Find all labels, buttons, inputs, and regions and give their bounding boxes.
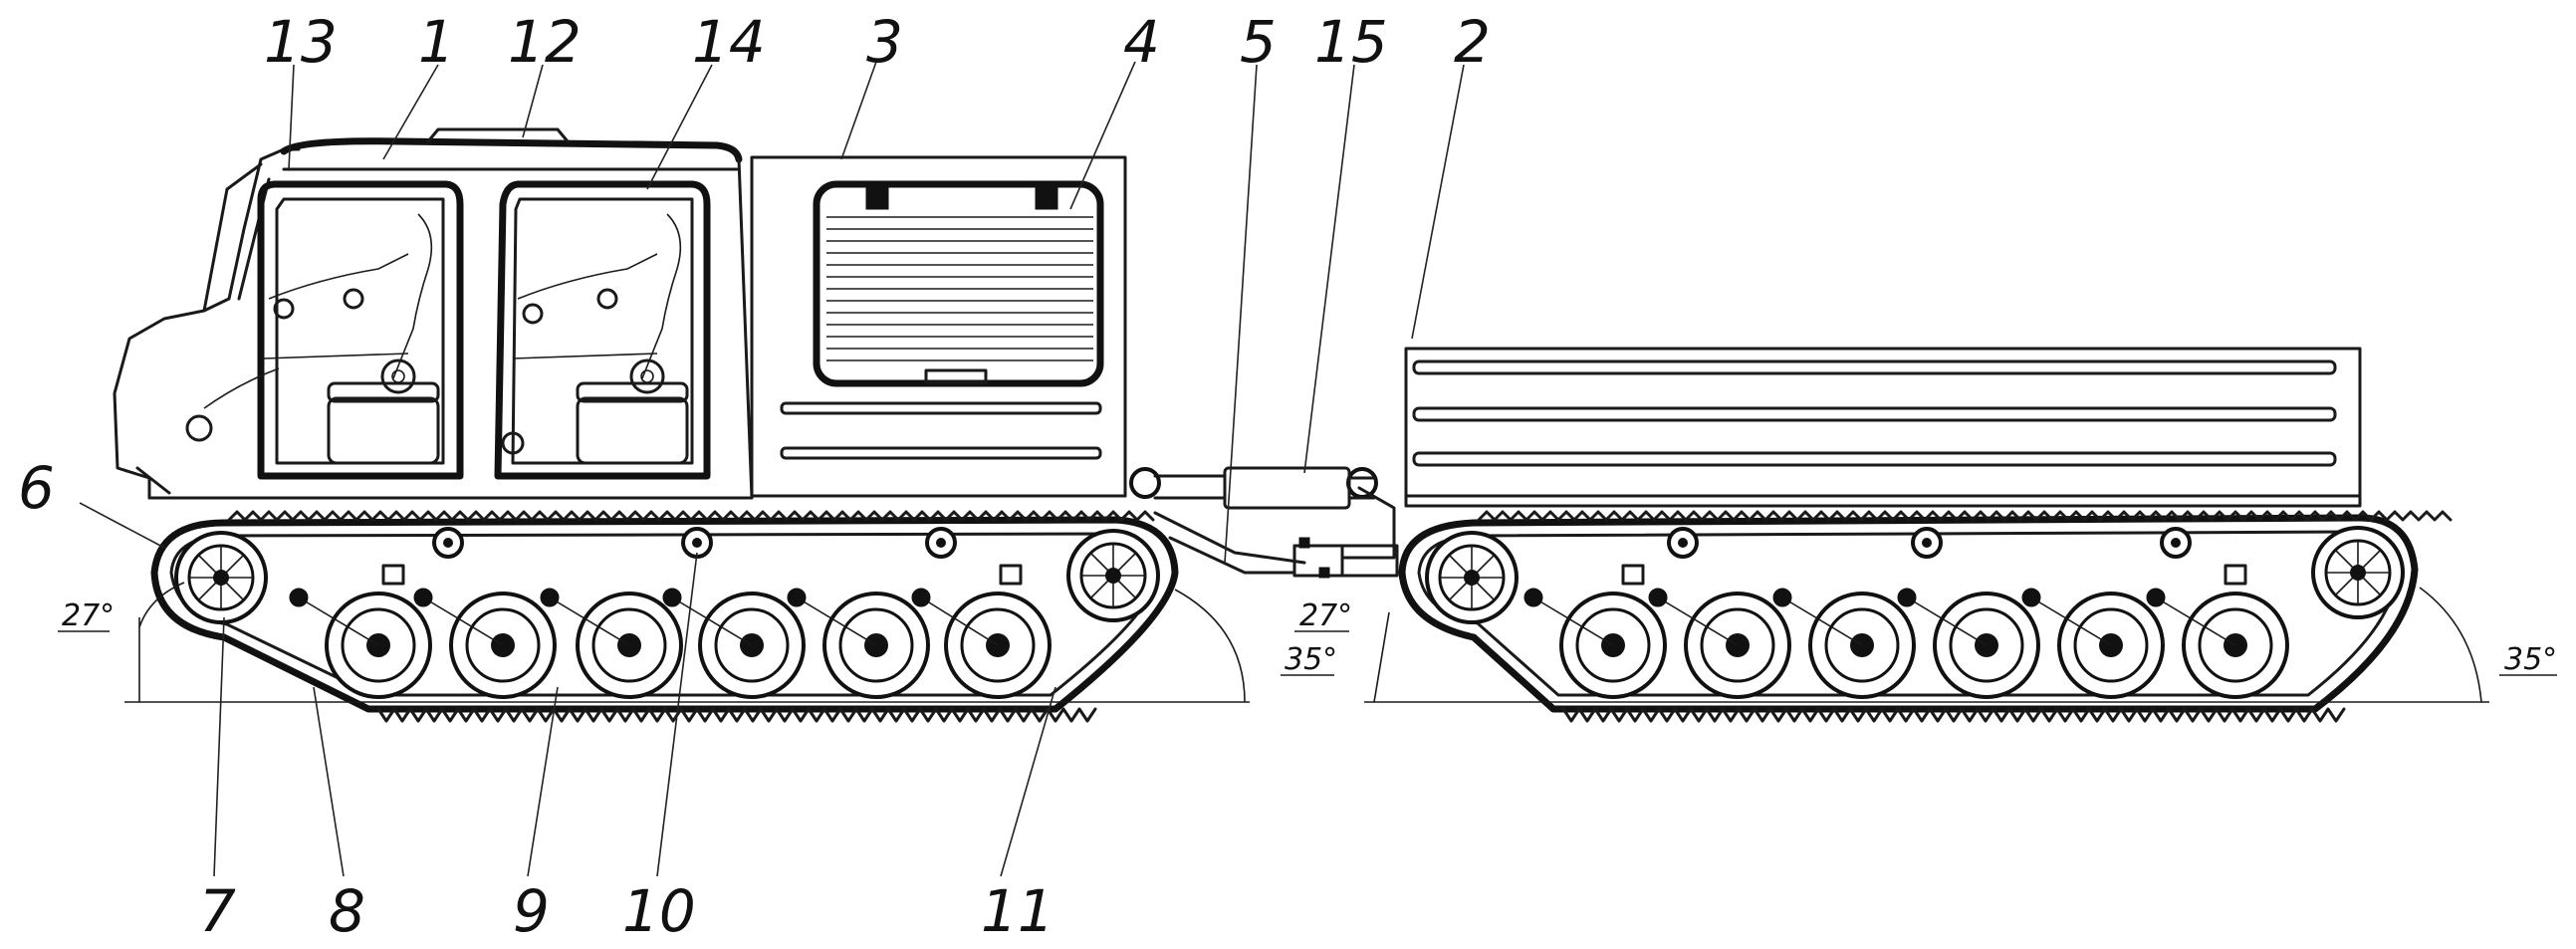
callout-7: 7 xyxy=(199,877,236,945)
callout-5: 5 xyxy=(1240,8,1277,76)
trailer-rear-wheel xyxy=(2311,526,2405,619)
callout-12: 12 xyxy=(508,8,582,76)
angle-label-front-approach: 27° xyxy=(62,598,115,633)
callout-labels: 1 2 3 4 5 6 7 8 9 10 11 12 13 14 15 xyxy=(18,8,1491,945)
front-suspension-arms xyxy=(289,564,1023,646)
angle-label-front-departure: 35° xyxy=(1285,642,1337,677)
callout-2: 2 xyxy=(1454,8,1491,76)
callout-1: 1 xyxy=(418,8,455,76)
front-idler-wheel xyxy=(1066,529,1160,622)
trailer-front-wheel xyxy=(1425,531,1519,624)
window-louvres xyxy=(826,216,1093,361)
trailer-suspension-arms xyxy=(1523,564,2247,646)
articulation-coupling xyxy=(1129,466,1399,579)
callout-11: 11 xyxy=(981,877,1054,945)
callout-8: 8 xyxy=(329,877,365,945)
trailer-road-wheels xyxy=(1559,592,2289,699)
trailer-support-rollers xyxy=(1667,527,2192,559)
callout-15: 15 xyxy=(1314,8,1388,76)
ground-lines xyxy=(124,582,2489,703)
callout-4: 4 xyxy=(1123,8,1160,76)
front-drive-sprocket xyxy=(174,531,268,624)
trailer-unit xyxy=(1398,347,2453,723)
front-unit xyxy=(113,127,1179,723)
leader-lines xyxy=(79,61,1465,877)
callout-14: 14 xyxy=(692,8,766,76)
callout-9: 9 xyxy=(513,877,550,945)
angle-label-trailer-departure: 35° xyxy=(2504,642,2557,677)
seat-figure-1 xyxy=(185,213,440,465)
angle-label-trailer-approach: 27° xyxy=(1299,598,1352,633)
seat-figure-2 xyxy=(501,213,689,465)
angle-labels: 27° 35° 27° 35° xyxy=(58,598,2557,677)
callout-10: 10 xyxy=(622,877,696,945)
callout-3: 3 xyxy=(866,8,903,76)
callout-6: 6 xyxy=(18,454,55,522)
callout-13: 13 xyxy=(264,8,338,76)
